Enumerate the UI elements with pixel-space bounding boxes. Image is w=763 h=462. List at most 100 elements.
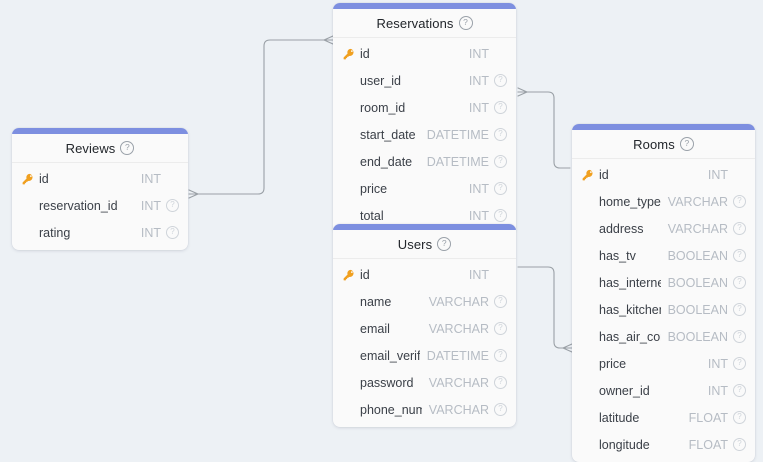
column-info-slot	[489, 349, 507, 362]
info-icon[interactable]	[494, 128, 507, 141]
column-type: INT	[140, 171, 161, 186]
info-icon[interactable]	[166, 199, 179, 212]
info-icon[interactable]	[166, 226, 179, 239]
column-type: BOOLEAN	[667, 302, 728, 317]
column-info-slot	[489, 295, 507, 308]
column-row[interactable]: email_verified_ DATETIME	[333, 342, 516, 369]
column-type: INT	[140, 198, 161, 213]
table-accent-bar	[12, 128, 188, 134]
info-icon[interactable]	[679, 137, 694, 151]
column-name: has_internet	[599, 275, 661, 290]
column-type: FLOAT	[688, 410, 728, 425]
column-name: email_verified_	[360, 348, 420, 363]
info-icon[interactable]	[494, 209, 507, 222]
table-rooms[interactable]: RoomsidINThome_typeVARCHARaddressVARCHAR…	[572, 124, 755, 462]
column-type: INT	[707, 383, 728, 398]
column-name: start_date	[360, 127, 416, 142]
info-icon[interactable]	[733, 384, 746, 397]
relationship-line[interactable]	[517, 266, 571, 349]
crowfoot-reservations-id	[323, 35, 334, 45]
column-type: INT	[468, 267, 489, 282]
info-icon[interactable]	[494, 155, 507, 168]
table-reservations[interactable]: ReservationsidINTuser_idINTroom_idINTsta…	[333, 3, 516, 233]
table-header[interactable]: Reviews	[12, 134, 188, 163]
info-icon[interactable]	[494, 376, 507, 389]
column-row[interactable]: owner_id INT	[572, 377, 755, 404]
column-name: longitude	[599, 437, 650, 452]
key-icon	[22, 173, 39, 185]
column-name: price	[360, 181, 388, 196]
relationship-line[interactable]	[189, 39, 332, 195]
column-info-slot	[489, 101, 507, 114]
info-icon[interactable]	[494, 182, 507, 195]
info-icon[interactable]	[733, 330, 746, 343]
info-icon[interactable]	[733, 357, 746, 370]
info-icon[interactable]	[733, 303, 746, 316]
info-icon[interactable]	[494, 101, 507, 114]
info-icon[interactable]	[733, 438, 746, 451]
crowfoot-reviews	[188, 189, 199, 199]
column-info-slot	[728, 195, 746, 208]
info-icon[interactable]	[733, 249, 746, 262]
column-name: price	[599, 356, 627, 371]
info-icon[interactable]	[494, 74, 507, 87]
column-type: BOOLEAN	[667, 329, 728, 344]
key-icon	[343, 269, 360, 281]
column-info-slot	[728, 303, 746, 316]
table-header[interactable]: Rooms	[572, 130, 755, 159]
relationship-line[interactable]	[517, 91, 571, 169]
table-header[interactable]: Users	[333, 230, 516, 259]
info-icon[interactable]	[733, 411, 746, 424]
column-name: end_date	[360, 154, 413, 169]
info-icon[interactable]	[120, 141, 135, 155]
column-name: owner_id	[599, 383, 650, 398]
column-info-slot	[161, 199, 179, 212]
info-icon[interactable]	[733, 222, 746, 235]
info-icon[interactable]	[494, 322, 507, 335]
column-type: BOOLEAN	[667, 275, 728, 290]
table-reviews[interactable]: ReviewsidINTreservation_idINTratingINT	[12, 128, 188, 250]
column-row[interactable]: has_internet BOOLEAN	[572, 269, 755, 296]
column-info-slot	[728, 330, 746, 343]
info-icon[interactable]	[437, 237, 452, 251]
info-icon[interactable]	[733, 276, 746, 289]
table-users[interactable]: UsersidINTnameVARCHARemailVARCHARemail_v…	[333, 224, 516, 427]
table-accent-bar	[333, 3, 516, 9]
column-type: VARCHAR	[428, 294, 489, 309]
info-icon[interactable]	[494, 295, 507, 308]
info-icon[interactable]	[494, 349, 507, 362]
column-type: VARCHAR	[667, 221, 728, 236]
column-name: has_air_con	[599, 329, 661, 344]
info-icon[interactable]	[733, 195, 746, 208]
column-list: idINTuser_idINTroom_idINTstart_dateDATET…	[333, 38, 516, 233]
column-type: INT	[468, 73, 489, 88]
column-type: INT	[468, 46, 489, 61]
table-header[interactable]: Reservations	[333, 9, 516, 38]
column-type: DATETIME	[426, 348, 489, 363]
column-type: INT	[468, 208, 489, 223]
column-row[interactable]: has_air_con BOOLEAN	[572, 323, 755, 350]
info-icon[interactable]	[458, 16, 473, 30]
